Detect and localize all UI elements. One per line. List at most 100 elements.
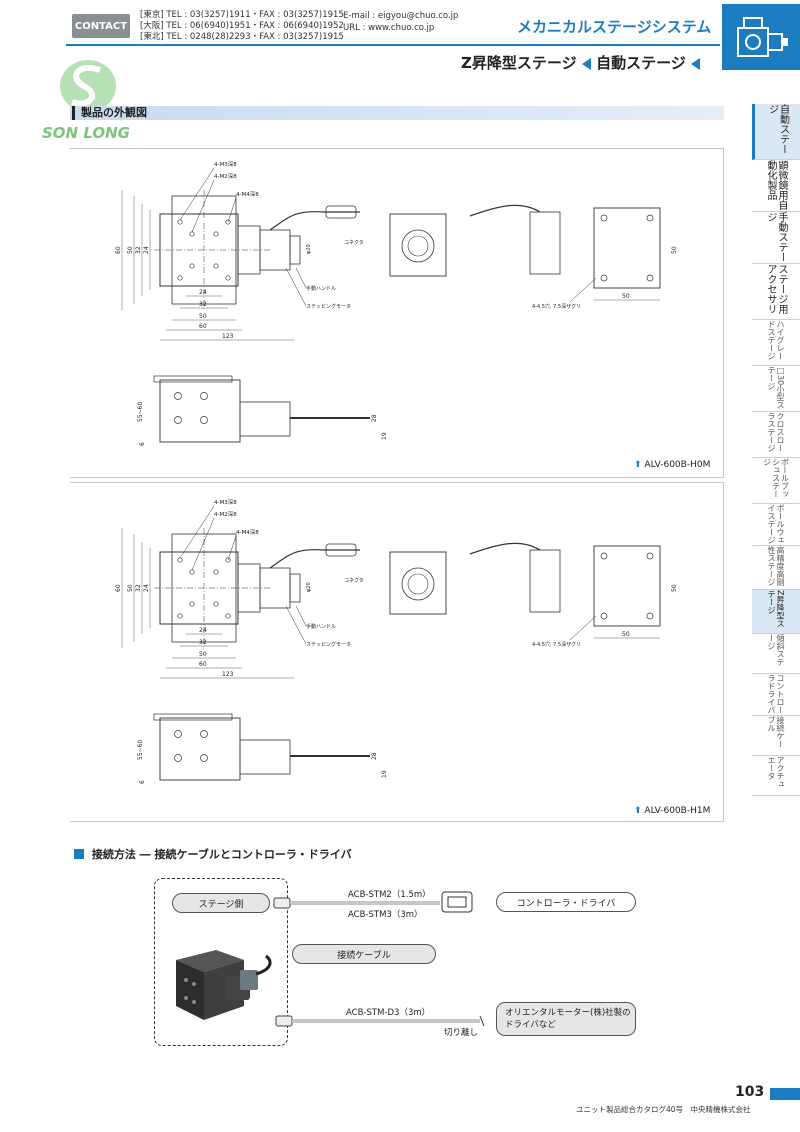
- dim-text: 50: [127, 584, 134, 592]
- dim-text: 28: [371, 752, 378, 760]
- triangle-left-icon: [691, 57, 700, 70]
- cable-line: [269, 549, 360, 569]
- page-title-left: Z昇降型ステージ: [461, 54, 577, 72]
- page-number-bar: [770, 1088, 800, 1100]
- square-bullet-icon: [74, 849, 84, 859]
- mount-hole: [177, 557, 183, 563]
- leader: [285, 605, 307, 645]
- dim-text: 19: [381, 432, 388, 440]
- label-motor: ステッピングモータ: [306, 303, 351, 310]
- front-outline: [389, 213, 447, 277]
- side-hole: [600, 612, 608, 620]
- leader: [569, 615, 597, 641]
- label-connector: コネクタ: [344, 577, 364, 584]
- dim-text: 32: [135, 584, 142, 592]
- drawing-h1m: 4-M3深84-M2深84-M4深8手動ハンドルステッピングモータコネクタφ20…: [115, 498, 678, 784]
- sidebar-tab[interactable]: クロスローラステージ: [752, 412, 800, 458]
- sidebar-tab[interactable]: 高精度高剛性ステージ: [752, 546, 800, 590]
- mount-hole: [177, 219, 183, 225]
- logo-text: SON LONG: [42, 124, 130, 142]
- stage-side-group: [154, 878, 288, 1046]
- dim-text: 60: [199, 661, 207, 668]
- side-motor: [529, 211, 561, 275]
- mount-hole: [189, 231, 195, 237]
- elev-hole: [200, 392, 208, 400]
- leader: [295, 267, 307, 289]
- mount-hole: [225, 219, 231, 225]
- dim-text: 123: [222, 333, 234, 340]
- label-hole-m3: 4-M3深8: [214, 160, 237, 168]
- side-hole: [600, 552, 608, 560]
- elev-hole: [200, 416, 208, 424]
- label-hole-m4: 4-M4深8: [236, 190, 259, 198]
- dim-text: 50: [671, 584, 678, 592]
- email-link[interactable]: E-mail : eigyou@chuo.co.jp: [343, 11, 459, 21]
- leader: [227, 197, 237, 223]
- sidebar-tab[interactable]: 接続ケーブル: [752, 716, 800, 756]
- dim-text: 6: [139, 780, 146, 784]
- page-title-right: 自動ステージ: [596, 54, 686, 72]
- dim-text: 28: [371, 414, 378, 422]
- label-motor: ステッピングモータ: [306, 641, 351, 648]
- sidebar-tab[interactable]: ボールウェイステージ: [752, 504, 800, 546]
- mount-hole: [189, 569, 195, 575]
- elev-motor: [239, 401, 291, 437]
- dim-text: 32: [199, 301, 207, 308]
- sidebar-tab[interactable]: アクチュエータ: [752, 756, 800, 796]
- side-motor: [529, 549, 561, 613]
- phone-osaka: [大阪] TEL : 06(6940)1951・FAX : 06(6940)19…: [140, 21, 344, 31]
- side-cable: [469, 542, 541, 555]
- leader: [569, 277, 597, 303]
- mount-hole: [225, 275, 231, 281]
- connection-title: 接続方法 ― 接続ケーブルとコントローラ・ドライバ: [74, 846, 352, 862]
- dim-text: 19: [381, 770, 388, 778]
- contact-web: E-mail : eigyou@chuo.co.jp URL : www.chu…: [343, 10, 458, 34]
- sidebar-tab[interactable]: コントローラドライバ: [752, 674, 800, 716]
- sidebar-tab[interactable]: 自動ステージ: [752, 104, 800, 160]
- stage-side-label: ステージ側: [172, 893, 270, 913]
- cable-b-label: ACB-STM-D3（3m）: [346, 1008, 431, 1018]
- leader: [191, 179, 215, 233]
- elev-top: [153, 713, 233, 721]
- sidebar-tab[interactable]: 傾斜ステージ: [752, 634, 800, 674]
- dim-text: 50: [622, 293, 630, 300]
- model-label-h0m: ⬆ ALV-600B-H0M: [634, 460, 711, 470]
- leader: [179, 167, 215, 221]
- mount-hole: [177, 275, 183, 281]
- dim-text: 24: [143, 246, 150, 254]
- son-long-logo: SON LONG: [40, 56, 150, 152]
- dim-text: 50: [671, 246, 678, 254]
- elev-body: [159, 379, 241, 443]
- drawing-frame-h0m: [70, 148, 724, 478]
- label-slot: 4-4.5穴, 7.5深ザグリ: [532, 641, 581, 648]
- dim-text: 50: [199, 651, 207, 658]
- label-hole-m3: 4-M3深8: [214, 498, 237, 506]
- dim-text: 55~60: [137, 402, 144, 422]
- dim-text: 24: [199, 627, 207, 634]
- url-link[interactable]: URL : www.chuo.co.jp: [343, 23, 435, 33]
- label-connector: コネクタ: [344, 239, 364, 246]
- connector-body: [325, 205, 357, 219]
- cable-line: [269, 211, 360, 231]
- sidebar-gap: [740, 104, 752, 160]
- phone-tohoku: [東北] TEL : 0248(28)2293・FAX : 03(3257)19…: [140, 32, 344, 42]
- leader: [227, 535, 237, 561]
- sidebar-tab[interactable]: ボールブッシュステージ: [752, 458, 800, 504]
- phone-tokyo: [東京] TEL : 03(3257)1911・FAX : 03(3257)19…: [140, 10, 344, 20]
- front-bore-inner: [407, 573, 429, 595]
- front-outline: [389, 551, 447, 615]
- sidebar-tab[interactable]: 手動ステージ: [752, 212, 800, 264]
- dim-text: 55~60: [137, 740, 144, 760]
- sidebar-tab[interactable]: ステージ用アクセサリ: [752, 264, 800, 320]
- elev-top: [153, 375, 233, 383]
- mount-hole: [189, 263, 195, 269]
- elev-hole: [200, 754, 208, 762]
- sidebar-tab[interactable]: 顕微鏡用自動化製品: [752, 160, 800, 212]
- side-hole: [600, 214, 608, 222]
- sidebar-tab[interactable]: Z昇降型ステージ: [752, 590, 800, 634]
- sidebar-tab[interactable]: □30小型ステージ: [752, 366, 800, 412]
- drawing-frame-h1m: [70, 482, 724, 822]
- dim-text: 50: [127, 246, 134, 254]
- sidebar-tab[interactable]: ハイグレードステージ: [752, 320, 800, 366]
- dim-text: 24: [143, 584, 150, 592]
